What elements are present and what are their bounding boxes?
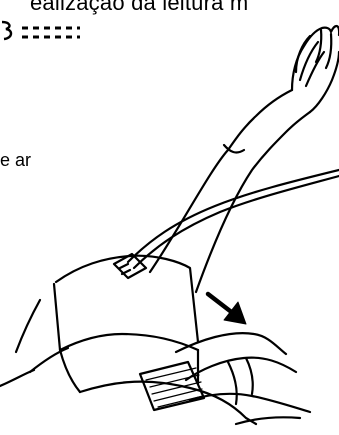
open-hand xyxy=(292,26,339,112)
air-tube xyxy=(128,170,339,268)
cuff xyxy=(0,256,256,424)
velcro-patch xyxy=(140,362,204,410)
direction-arrow xyxy=(208,294,246,324)
